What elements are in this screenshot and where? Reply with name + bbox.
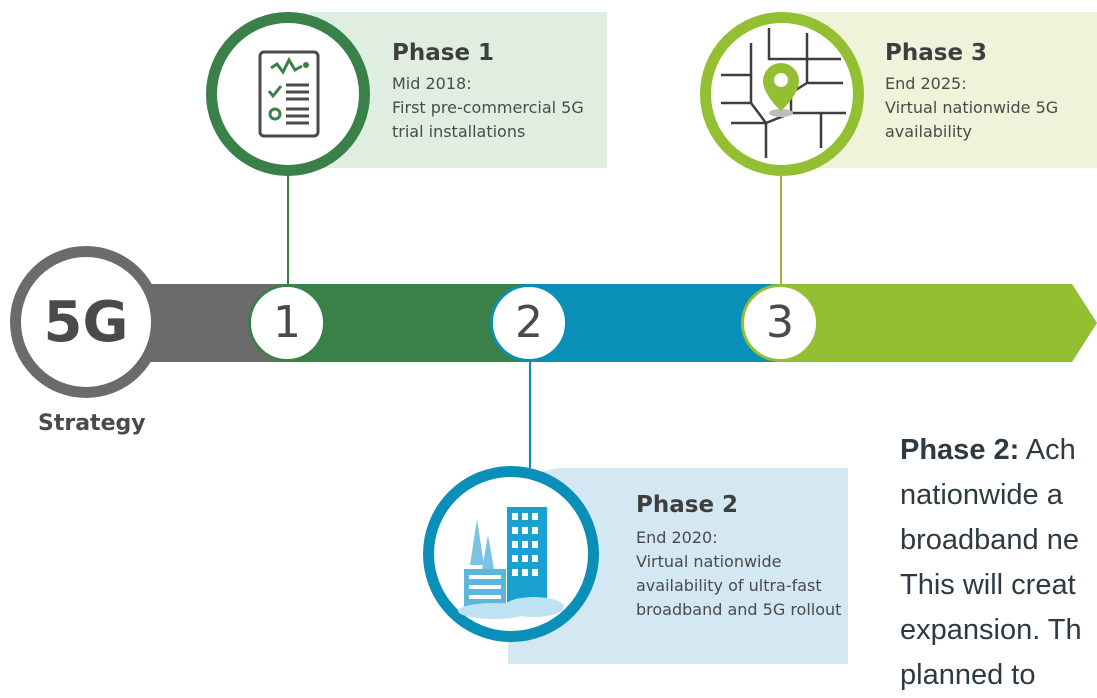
step-1-number: 1 <box>273 297 301 348</box>
phase-3-text: End 2025: Virtual nationwide 5G availabi… <box>885 74 1059 141</box>
phase-2-connector <box>529 360 531 468</box>
segment-lime-arrowhead <box>780 284 1097 362</box>
5g-label: 5G <box>43 289 129 355</box>
phase-3-card: Phase 3 End 2025: Virtual nationwide 5G … <box>800 12 1097 168</box>
step-1-circle: 1 <box>248 284 326 362</box>
phase-1-icon-circle <box>206 12 370 176</box>
phase-1-text: Mid 2018: First pre-commercial 5G trial … <box>392 74 584 141</box>
step-3-number: 3 <box>766 297 794 348</box>
phase-2-title: Phase 2 <box>636 492 739 518</box>
phase-2-icon-circle <box>423 466 599 642</box>
step-2-number: 2 <box>515 297 543 348</box>
phase-2-side-note: Phase 2: Ach nationwide a broadband ne T… <box>900 434 1082 691</box>
step-3-circle: 3 <box>741 284 819 362</box>
phase-2-text: End 2020: Virtual nationwide availabilit… <box>636 528 842 619</box>
strategy-caption: Strategy <box>38 411 146 436</box>
step-2-circle: 2 <box>490 284 568 362</box>
checklist-icon <box>258 50 320 138</box>
city-buildings-icon <box>458 507 564 619</box>
phase-3-title: Phase 3 <box>885 40 988 66</box>
phase-1-connector <box>287 176 289 286</box>
map-pin-icon <box>721 28 846 158</box>
segment-blue <box>530 284 780 362</box>
phase-3-connector <box>780 176 782 286</box>
side-note-label: Phase 2: <box>900 434 1020 466</box>
phase-1-title: Phase 1 <box>392 40 495 66</box>
phase-3-icon-circle <box>700 12 864 176</box>
5g-circle: 5G <box>10 246 162 398</box>
